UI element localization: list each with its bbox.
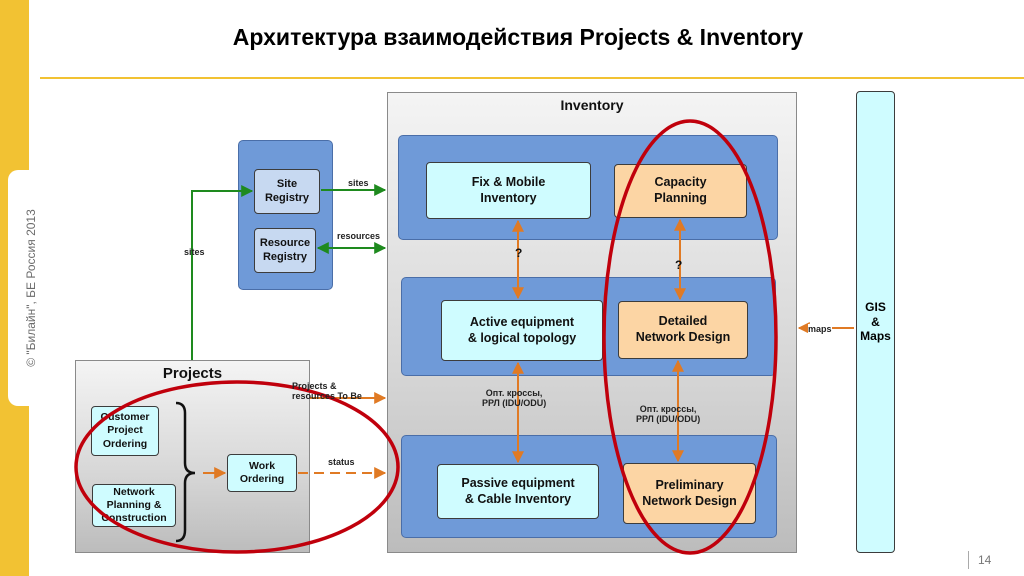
site-registry-line1: Site — [276, 177, 298, 190]
capacity-line1: Capacity — [654, 175, 707, 190]
gis-line2: & — [871, 314, 880, 329]
opt-left-line1: Опт. кроссы, — [485, 388, 543, 398]
active-line2: & logical topology — [467, 330, 577, 345]
capacity-line2: Planning — [654, 191, 707, 205]
fix-mobile-line2: Inventory — [480, 190, 537, 205]
customer-line3: Ordering — [102, 437, 148, 450]
projects-resources-label: Projects & resources To Be — [292, 381, 362, 402]
passive-line1: Passive equipment — [461, 475, 575, 490]
work-ordering-line1: Work — [248, 459, 276, 472]
page-number: 14 — [978, 553, 992, 567]
resource-registry-line2: Registry — [262, 250, 307, 263]
network-planning-line3: Construction — [101, 512, 167, 525]
resource-registry-line1: Resource — [259, 236, 311, 249]
detailed-line2: Network Design — [635, 330, 731, 344]
gis-line3: Maps — [860, 329, 891, 344]
preliminary-line1: Preliminary — [655, 477, 724, 492]
opt-right-line2: РРЛ (IDU/ODU) — [636, 414, 701, 425]
fix-mobile-line1: Fix & Mobile — [471, 174, 546, 189]
gis-maps-box: GIS & Maps — [856, 91, 895, 553]
customer-line2: Project — [107, 424, 143, 437]
gis-line1: GIS — [865, 300, 886, 315]
active-equipment-box: Active equipment& logical topology — [441, 300, 603, 361]
question-mark-right: ? — [675, 258, 683, 272]
status-label: status — [328, 457, 355, 467]
resources-label: resources — [337, 231, 381, 241]
question-mark-left: ? — [515, 246, 523, 260]
highlight-ellipse-projects — [74, 380, 400, 554]
projects-title: Projects — [162, 365, 223, 382]
copyright-tab — [8, 170, 48, 406]
detailed-line1: Detailed — [658, 314, 708, 329]
projects-brace — [175, 401, 196, 543]
preliminary-line2: Network Design — [642, 493, 737, 508]
projects-resources-line1: Projects & — [292, 381, 337, 391]
slide-title: Архитектура взаимодействия Projects & In… — [232, 24, 804, 50]
sites-label-top: sites — [348, 178, 369, 188]
highlight-ellipse-planning — [602, 119, 778, 555]
inventory-title: Inventory — [560, 97, 624, 113]
network-planning-line1: Network — [113, 485, 155, 498]
sites-connector — [191, 185, 254, 360]
passive-equipment-box: Passive equipment& Cable Inventory — [437, 464, 599, 519]
opt-label-left: Опт. кроссы, РРЛ (IDU/ODU) — [482, 388, 546, 409]
active-line1: Active equipment — [469, 314, 575, 329]
opt-left-line2: РРЛ (IDU/ODU) — [482, 398, 547, 409]
opt-right-line1: Опт. кроссы, — [639, 404, 697, 414]
sites-label-left: sites — [184, 247, 205, 257]
title-divider — [40, 77, 1024, 79]
projects-resources-line2: resources To Be — [292, 391, 362, 402]
page-number-separator — [968, 551, 969, 569]
opt-label-right: Опт. кроссы, РРЛ (IDU/ODU) — [636, 404, 700, 425]
passive-line2: & Cable Inventory — [464, 491, 572, 506]
work-ordering-line2: Ordering — [239, 473, 285, 485]
maps-label: maps — [808, 324, 832, 335]
site-registry-line2: Registry — [264, 191, 310, 204]
network-planning-line2: Planning & — [106, 498, 162, 511]
